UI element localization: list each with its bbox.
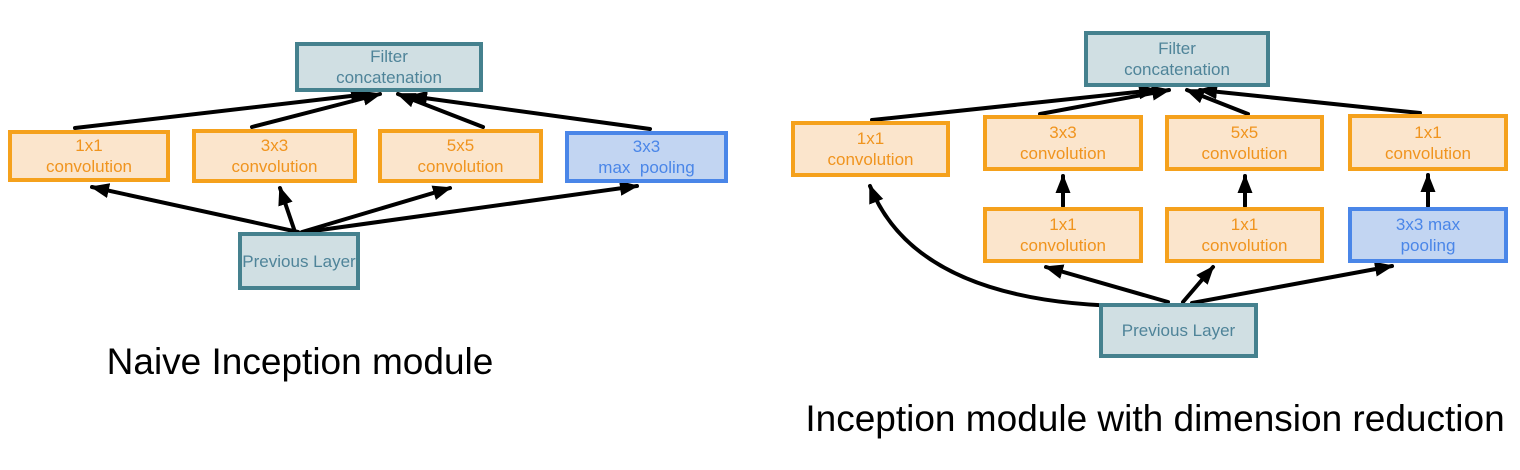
box-label: convolution [827, 150, 914, 169]
box-label: 1x1 [1230, 215, 1259, 234]
box-label: 3x3 [1049, 123, 1077, 142]
arrow-right-3x3-to-concat [1038, 85, 1171, 116]
box-label: 3x3 max [1395, 215, 1461, 234]
right-mid-1x1c-convolution-box: 1x1 convolution [1165, 207, 1324, 263]
box-label: convolution [1201, 144, 1288, 163]
box-label: convolution [45, 157, 132, 176]
left-5x5-convolution-box: 5x5 convolution [378, 129, 543, 183]
left-previous-layer-box: Previous Layer [238, 232, 360, 290]
right-diagram-caption: Inception module with dimension reductio… [805, 398, 1505, 439]
arrow-right-prev-to-1x1b [1044, 264, 1170, 304]
right-previous-layer-box: Previous Layer [1099, 303, 1258, 358]
right-top-5x5-convolution-box: 5x5 convolution [1165, 115, 1324, 171]
right-top-3x3-convolution-box: 3x3 convolution [983, 115, 1143, 171]
left-filter-concatenation-box: Filter concatenation [295, 42, 483, 92]
box-label: 1x1 [856, 129, 885, 148]
box-label: convolution [1201, 236, 1288, 255]
box-label: 3x3 [260, 136, 289, 155]
arrow-right-1x1a-to-concat [870, 84, 1158, 122]
box-label: pooling [1400, 236, 1456, 255]
box-label: Filter [1158, 39, 1196, 58]
box-label: 1x1 [1049, 215, 1077, 234]
arrow-left-prev-to-1x1 [90, 183, 300, 234]
box-label: Filter [370, 47, 408, 66]
box-label: convolution [417, 157, 504, 176]
box-label: concatenation [1124, 60, 1230, 79]
box-label: 5x5 [1230, 123, 1259, 142]
arrow-left-1x1-to-concat [73, 88, 370, 130]
right-top-1x1-convolution-box: 1x1 convolution [791, 121, 950, 177]
box-label: convolution [231, 157, 318, 176]
right-mid-3x3-max-pooling-box: 3x3 max pooling [1348, 207, 1508, 263]
right-filter-concatenation-box: Filter concatenation [1084, 31, 1270, 87]
box-label: 1x1 [1414, 122, 1442, 142]
arrow-left-prev-to-5x5 [300, 185, 452, 234]
box-label: concatenation [336, 68, 442, 87]
arrow-right-prev-to-pool [1190, 261, 1394, 305]
arrow-right-prev-to-1x1c [1181, 265, 1215, 304]
box-label: 3x3 [632, 137, 661, 156]
left-1x1-convolution-box: 1x1 convolution [8, 130, 170, 182]
box-label: 5x5 [446, 136, 475, 155]
left-diagram-caption: Naive Inception module [106, 341, 494, 382]
arrow-left-prev-to-pool [304, 180, 639, 234]
left-3x3-convolution-box: 3x3 convolution [192, 129, 357, 183]
arrow-left-3x3-to-concat [250, 90, 382, 129]
box-label: 1x1 [75, 136, 103, 155]
box-label: Previous Layer [1121, 321, 1236, 340]
right-mid-1x1b-convolution-box: 1x1 convolution [983, 207, 1143, 263]
box-label: convolution [1384, 143, 1471, 163]
box-label: convolution [1019, 144, 1106, 163]
arrow-left-prev-to-3x3 [278, 186, 297, 234]
arrow-left-pool-to-concat [408, 90, 652, 131]
box-label: convolution [1019, 236, 1106, 255]
arrow-right-5x5-to-concat [1185, 88, 1250, 116]
box-label: max pooling [598, 158, 695, 177]
left-3x3-max-pooling-box: 3x3 max pooling [565, 131, 728, 183]
box-label: Previous Layer [242, 251, 356, 271]
arrow-right-1x1d-to-concat [1198, 84, 1422, 115]
right-top-1x1d-convolution-box: 1x1 convolution [1348, 114, 1508, 171]
